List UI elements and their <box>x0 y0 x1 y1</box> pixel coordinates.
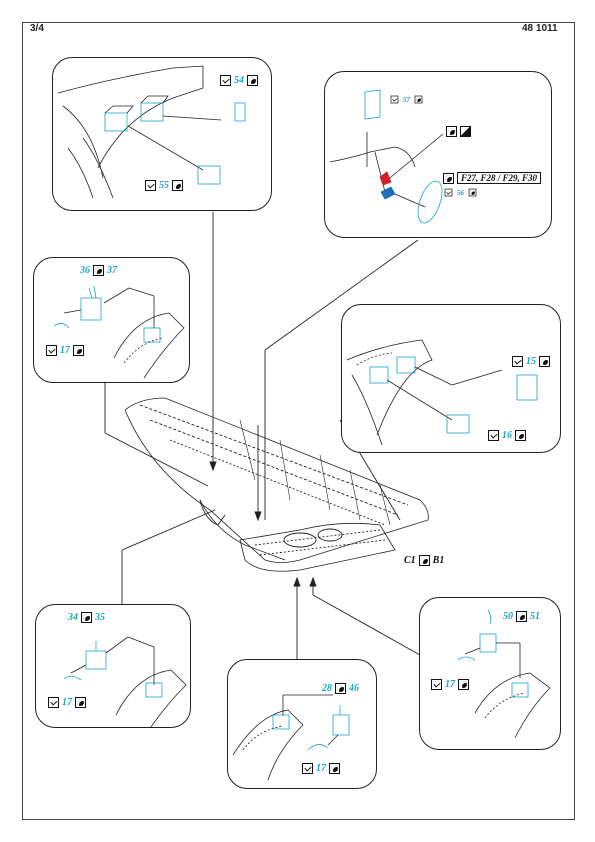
label-34-35: 34 35 <box>68 612 105 623</box>
bend-icon <box>431 679 442 690</box>
color-right-label: B1 <box>432 555 445 566</box>
photo-etch-icon <box>414 95 423 104</box>
label-36-37: 36 37 <box>80 265 117 276</box>
color-codes: F27, F28 / F29, F30 <box>457 172 542 184</box>
photo-etch-icon <box>443 172 454 184</box>
photo-etch-icon <box>516 611 527 622</box>
label-54: 54 <box>220 75 258 86</box>
inset-top-left <box>52 57 272 211</box>
bend-icon <box>46 345 57 356</box>
code-callout: F27, F28 / F29, F30 <box>443 172 542 184</box>
page-frame <box>22 22 575 820</box>
label-15: 15 <box>512 356 550 367</box>
bend-icon <box>512 356 523 367</box>
label-17-br: 17 <box>431 679 469 690</box>
inset-mid-right <box>341 304 561 453</box>
bend-icon <box>444 188 453 197</box>
bend-icon <box>145 180 156 191</box>
inset-bottom-right <box>419 597 561 750</box>
label-17-bl: 17 <box>48 697 86 708</box>
photo-etch-icon <box>515 430 526 441</box>
bend-icon <box>390 95 399 104</box>
photo-etch-icon <box>172 180 183 191</box>
label-50-51: 50 51 <box>503 611 540 622</box>
label-28-46: 28 46 <box>322 683 359 694</box>
bend-icon <box>302 763 313 774</box>
inset-top-right <box>324 71 552 238</box>
label-56: 56 <box>443 187 478 198</box>
photo-etch-icon <box>468 188 477 197</box>
photo-etch-icon <box>329 763 340 774</box>
photo-etch-icon <box>458 679 469 690</box>
paint-callout <box>446 126 471 137</box>
inset-bottom-left <box>35 604 191 728</box>
bend-icon <box>220 75 231 86</box>
photo-etch-icon <box>335 683 346 694</box>
bend-icon <box>48 697 59 708</box>
photo-etch-icon <box>247 75 258 86</box>
inset-mid-left <box>33 257 190 383</box>
label-16: 16 <box>488 430 526 441</box>
bend-icon <box>488 430 499 441</box>
color-left-label: C1 <box>404 555 416 566</box>
photo-etch-icon <box>73 345 84 356</box>
page-number: 3/4 <box>30 23 44 34</box>
label-17-bc: 17 <box>302 763 340 774</box>
photo-etch-icon <box>418 555 430 566</box>
photo-etch-icon <box>81 612 92 623</box>
paint-icon <box>460 126 471 137</box>
photo-etch-icon <box>93 265 104 276</box>
label-57: 57 <box>389 94 424 105</box>
product-code: 48 1011 <box>522 23 558 34</box>
color-callout: C1 B1 <box>404 555 444 566</box>
photo-etch-icon <box>446 126 457 137</box>
label-17: 17 <box>46 345 84 356</box>
photo-etch-icon <box>539 356 550 367</box>
label-55: 55 <box>145 180 183 191</box>
photo-etch-icon <box>75 697 86 708</box>
